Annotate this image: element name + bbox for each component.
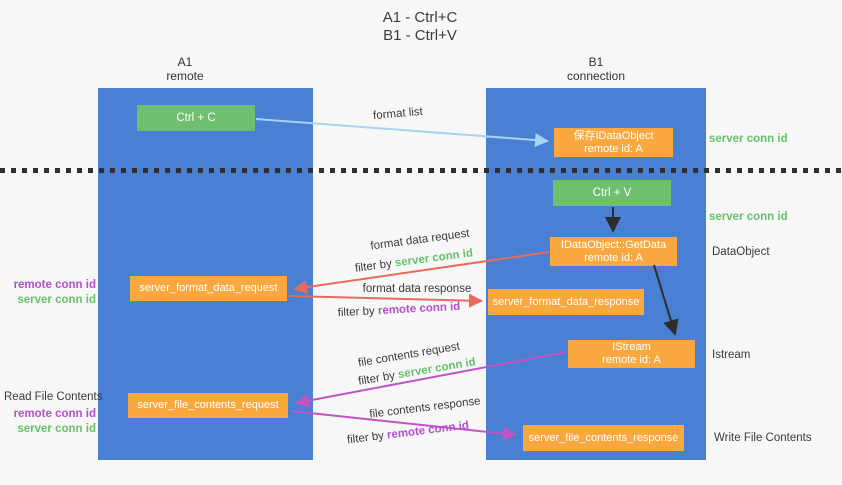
node-ctrl-c: Ctrl + C — [137, 105, 255, 131]
node-idataobject-getdata-line2: remote id: A — [584, 251, 643, 264]
node-save-idataobject-line1: 保存IDataObject — [573, 129, 654, 142]
label-dataobject: DataObject — [712, 246, 770, 258]
lane-a1-header: A1 remote — [125, 55, 245, 83]
filter-by-prefix: filter by — [354, 257, 396, 275]
label-server-conn-id-lower: server conn id — [17, 423, 96, 435]
node-save-idataobject-line2: remote id: A — [584, 142, 643, 155]
node-idataobject-getdata-line1: IDataObject::GetData — [560, 238, 667, 251]
label-format-data-response-text: format data response — [362, 283, 472, 295]
label-server-conn-id-upper: server conn id — [17, 294, 96, 306]
remote-conn-id-key: remote conn id — [386, 419, 470, 442]
label-file-contents-response-filter: filter by remote conn id — [346, 420, 469, 447]
filter-by-prefix: filter by — [357, 369, 400, 388]
lane-b1-role: connection — [566, 69, 626, 83]
node-idataobject-getdata: IDataObject::GetData remote id: A — [550, 237, 677, 266]
node-istream-line1: IStream — [612, 341, 651, 353]
lane-b1-header: B1 connection — [536, 55, 656, 83]
label-file-contents-response-text: file contents response — [368, 395, 482, 421]
label-server-conn-id-mid: server conn id — [709, 211, 788, 223]
filter-by-prefix: filter by — [346, 429, 388, 447]
lane-a1-role: remote — [166, 69, 204, 83]
lane-a1-name: A1 — [177, 55, 193, 69]
dotted-divider-line — [0, 168, 842, 173]
node-istream: IStream remote id: A — [568, 340, 695, 368]
node-server-format-data-request: server_format_data_request — [130, 276, 287, 301]
remote-conn-id-key: remote conn id — [377, 300, 461, 318]
node-ctrl-v-label: Ctrl + V — [592, 186, 632, 199]
node-server-file-contents-response-label: server_file_contents_response — [528, 431, 679, 444]
node-server-format-data-response-label: server_format_data_response — [492, 295, 640, 308]
node-server-file-contents-request-label: server_file_contents_request — [137, 399, 279, 411]
title-line-2: B1 - Ctrl+V — [383, 27, 457, 44]
title-line-1: A1 - Ctrl+C — [382, 9, 458, 26]
node-server-file-contents-request: server_file_contents_request — [128, 393, 288, 418]
label-read-file-contents: Read File Contents — [4, 391, 103, 403]
label-format-data-response-filter: filter by remote conn id — [337, 301, 460, 319]
server-conn-id-key: server conn id — [394, 247, 474, 270]
label-write-file-contents: Write File Contents — [714, 432, 812, 444]
node-save-idataobject: 保存IDataObject remote id: A — [554, 128, 673, 157]
node-server-format-data-request-label: server_format_data_request — [139, 282, 278, 294]
left-lower-conn-ids: remote conn id server conn id — [4, 407, 96, 437]
node-istream-line2: remote id: A — [602, 354, 661, 366]
label-format-data-response: format data response — [363, 283, 472, 295]
label-server-conn-id-top: server conn id — [709, 133, 788, 145]
label-file-contents-response: file contents response — [369, 395, 482, 421]
label-remote-conn-id-lower: remote conn id — [13, 408, 96, 420]
diagram-title: A1 - Ctrl+C B1 - Ctrl+V — [300, 9, 540, 45]
lane-b1-name: B1 — [588, 55, 604, 69]
node-ctrl-v: Ctrl + V — [553, 180, 671, 206]
node-server-format-data-response: server_format_data_response — [488, 289, 644, 315]
label-format-list: format list — [373, 106, 424, 122]
node-ctrl-c-label: Ctrl + C — [176, 111, 216, 124]
label-format-list-text: format list — [372, 105, 424, 123]
filter-by-prefix: filter by — [337, 305, 379, 320]
node-server-file-contents-response: server_file_contents_response — [523, 425, 684, 451]
label-istream: Istream — [712, 349, 751, 361]
label-remote-conn-id-upper: remote conn id — [13, 279, 96, 291]
left-upper-conn-ids: remote conn id server conn id — [4, 278, 96, 308]
